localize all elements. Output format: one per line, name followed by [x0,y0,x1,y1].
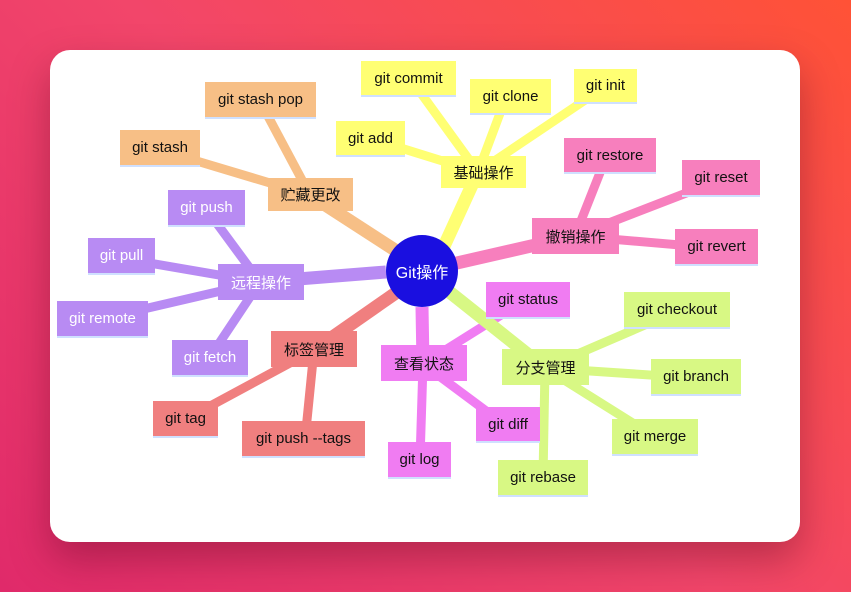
leaf-git-clone[interactable]: git clone [470,79,551,115]
leaf-git-push[interactable]: git push [168,190,245,227]
leaf-git-rebase[interactable]: git rebase [498,460,588,497]
leaf-git-stash[interactable]: git stash [120,130,200,167]
leaf-git-diff[interactable]: git diff [476,407,540,443]
topic-undo[interactable]: 撤销操作 [532,218,619,254]
leaf-git-merge[interactable]: git merge [612,419,698,456]
root-label: Git操作 [395,265,449,282]
leaf-git-stash-pop[interactable]: git stash pop [205,82,316,119]
leaf-git-commit[interactable]: git commit [361,61,456,97]
leaf-git-status[interactable]: git status [486,282,570,319]
leaf-git-add[interactable]: git add [336,121,405,157]
topic-basic[interactable]: 基础操作 [441,156,526,188]
leaf-git-init[interactable]: git init [574,69,637,104]
leaf-git-checkout[interactable]: git checkout [624,292,730,329]
leaf-git-fetch[interactable]: git fetch [172,340,248,377]
leaf-git-tag[interactable]: git tag [153,401,218,438]
leaf-git-revert[interactable]: git revert [675,229,758,266]
leaf-git-branch[interactable]: git branch [651,359,741,396]
topic-stash[interactable]: 贮藏更改 [268,178,353,211]
topic-remote[interactable]: 远程操作 [218,264,304,300]
topic-branch[interactable]: 分支管理 [502,349,589,385]
leaf-git-remote[interactable]: git remote [57,301,148,338]
leaf-git-pull[interactable]: git pull [88,238,155,275]
topic-basic-label: 基础操作 [453,164,514,182]
root-node[interactable]: Git操作 [386,235,458,307]
leaf-git-push-tags[interactable]: git push --tags [242,421,365,458]
leaf-git-log[interactable]: git log [388,442,451,479]
leaf-git-reset[interactable]: git reset [682,160,760,197]
topic-status[interactable]: 查看状态 [381,345,467,381]
topic-tag[interactable]: 标签管理 [271,331,357,367]
leaf-git-restore[interactable]: git restore [564,138,656,174]
